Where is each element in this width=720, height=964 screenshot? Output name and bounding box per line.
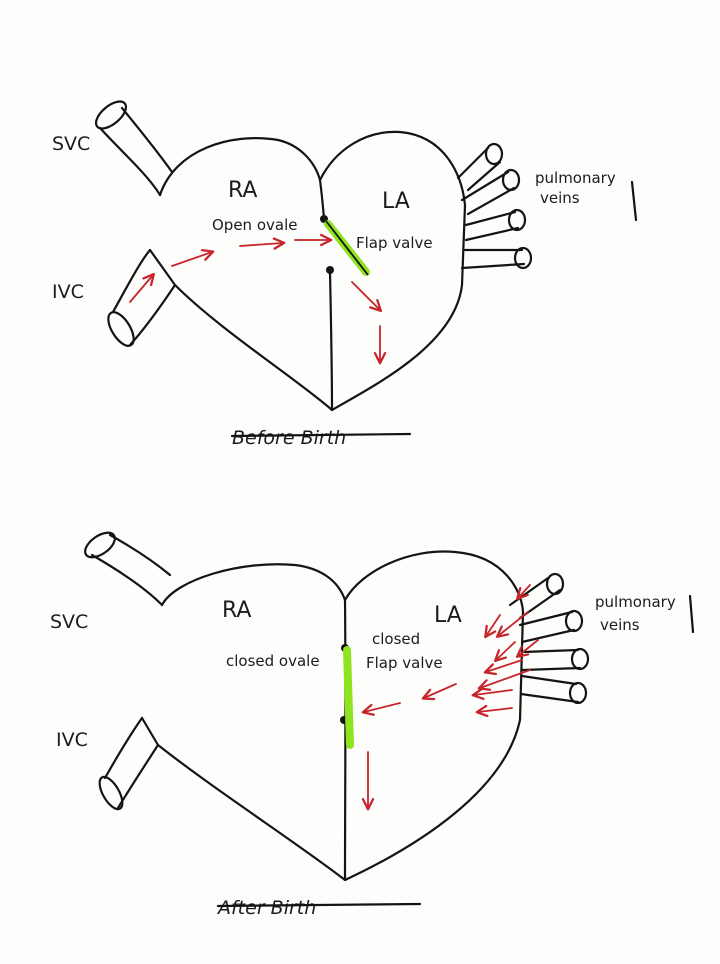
pulmonary-label-before-2: veins (540, 189, 580, 207)
pulmonary-bracket-before (632, 182, 636, 220)
svc-opening-before (91, 97, 130, 134)
ivc-opening-after (95, 773, 127, 812)
pulmonary-label-after-2: veins (600, 616, 640, 634)
ivc-vessel-before (113, 250, 175, 345)
heart-before-birth: SVC IVC RA LA Open ovale Flap valve pulm… (52, 97, 636, 449)
la-label-before: LA (382, 189, 410, 214)
lower-septum-before (330, 272, 332, 410)
valve-label-after-2: Flap valve (366, 654, 443, 672)
la-label-after: LA (434, 603, 462, 628)
flap-valve-closed (347, 650, 350, 745)
pulmonary-veins-before (458, 144, 531, 268)
svc-label-before: SVC (52, 133, 90, 155)
foramen-label-before: Open ovale (212, 216, 297, 234)
svc-vessel-after (92, 535, 170, 605)
svc-opening-after (81, 528, 119, 562)
pulmonary-label-before-1: pulmonary (535, 169, 616, 187)
ra-label-after: RA (222, 598, 251, 623)
ivc-label-after: IVC (56, 729, 88, 751)
pulmonary-bracket-after (690, 596, 693, 632)
svc-vessel-before (100, 108, 172, 195)
title-after-birth: After Birth (216, 897, 316, 919)
ivc-label-before: IVC (52, 281, 84, 303)
upper-septum-before (320, 180, 324, 218)
pulmonary-label-after-1: pulmonary (595, 593, 676, 611)
valve-label-after-1: closed (372, 630, 420, 648)
heart-after-birth: SVC IVC RA LA closed ovale closed Flap v… (50, 528, 693, 919)
ivc-opening-before (103, 308, 138, 350)
foramen-label-after: closed ovale (226, 652, 320, 670)
flow-arrows-before (130, 240, 380, 362)
title-before-birth: Before Birth (232, 427, 346, 449)
valve-label-before: Flap valve (356, 234, 433, 252)
heart-outline-before (150, 132, 465, 410)
svc-label-after: SVC (50, 611, 88, 633)
heart-outline-after (142, 552, 523, 880)
ra-label-before: RA (228, 178, 257, 203)
